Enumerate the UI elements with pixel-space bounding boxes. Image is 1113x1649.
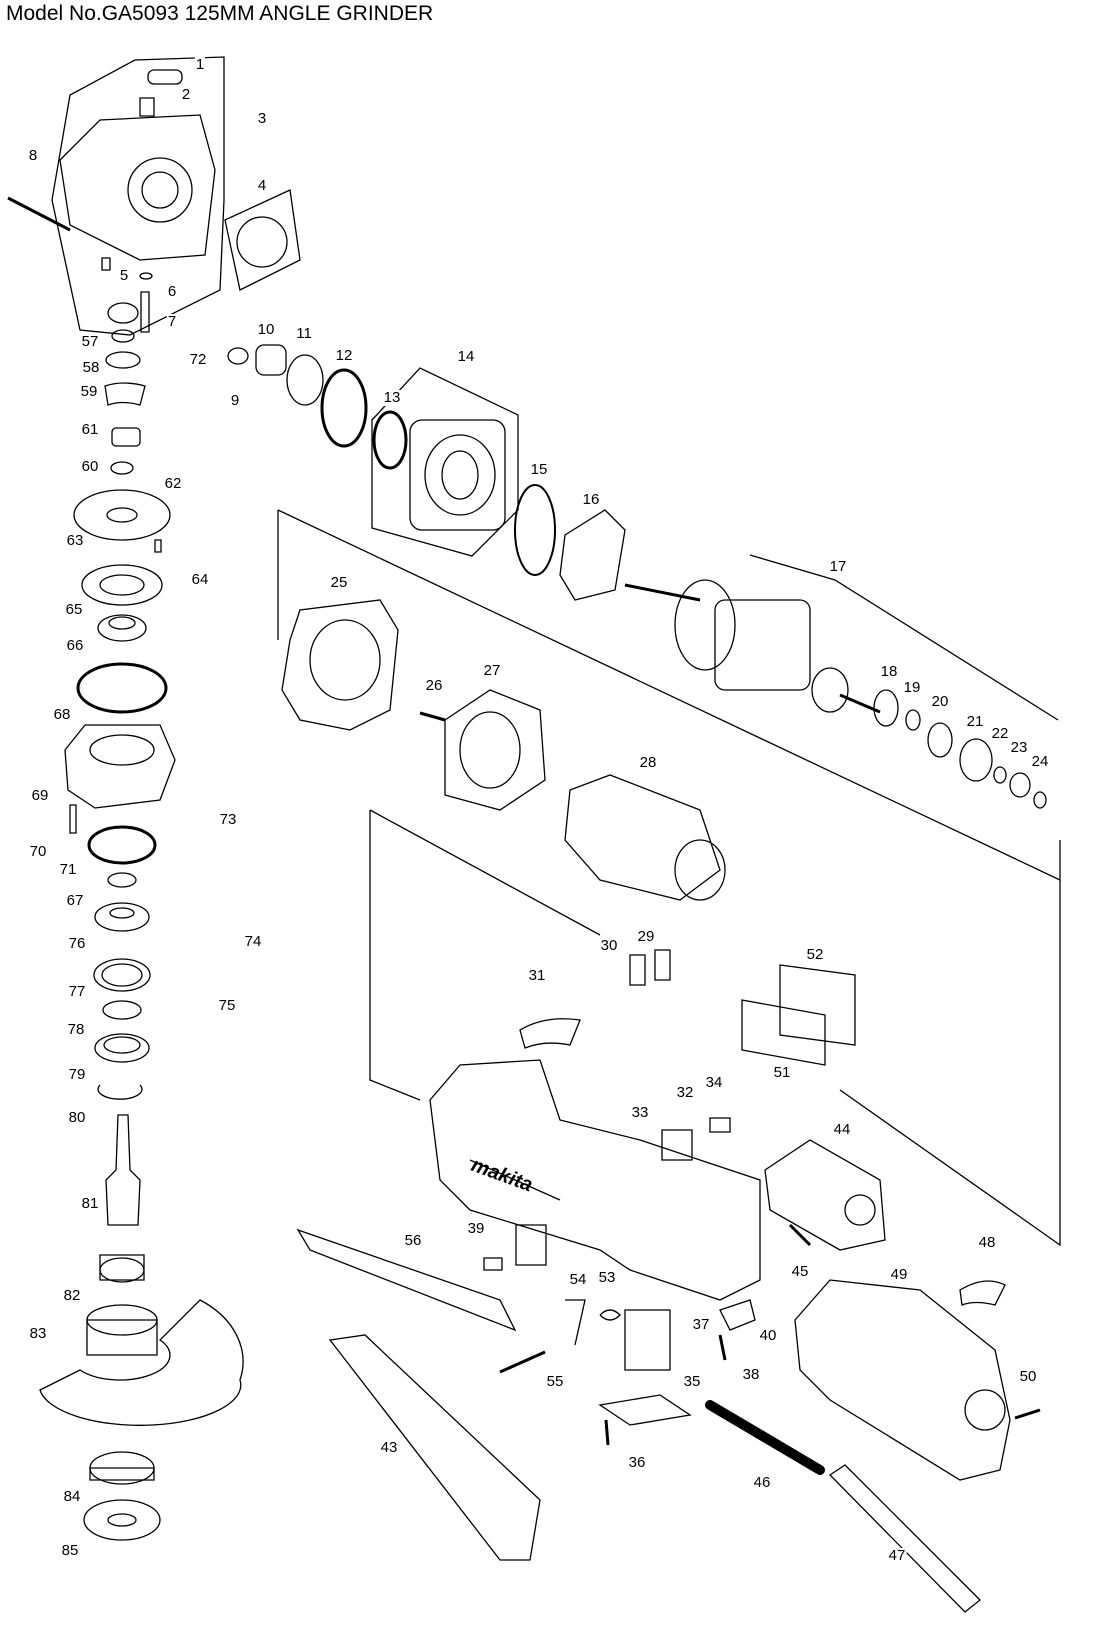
armature-part <box>625 580 880 712</box>
part-label-46[interactable]: 46 <box>752 1474 772 1491</box>
part-label-37[interactable]: 37 <box>691 1316 711 1333</box>
part-label-55[interactable]: 55 <box>545 1373 565 1390</box>
part-label-9[interactable]: 9 <box>229 392 241 409</box>
part-label-38[interactable]: 38 <box>741 1366 761 1383</box>
part-label-45[interactable]: 45 <box>790 1263 810 1280</box>
gear-housing-group-outline <box>52 57 1060 1245</box>
part-label-51[interactable]: 51 <box>772 1064 792 1081</box>
part-label-60[interactable]: 60 <box>80 458 100 475</box>
part-label-53[interactable]: 53 <box>597 1269 617 1286</box>
part-label-15[interactable]: 15 <box>529 461 549 478</box>
part-label-47[interactable]: 47 <box>887 1547 907 1564</box>
part-label-67[interactable]: 67 <box>65 892 85 909</box>
part-label-35[interactable]: 35 <box>682 1373 702 1390</box>
part-label-25[interactable]: 25 <box>329 574 349 591</box>
part-label-79[interactable]: 79 <box>67 1066 87 1083</box>
part-label-75[interactable]: 75 <box>217 997 237 1014</box>
bearing-box-part <box>410 420 505 530</box>
part-label-63[interactable]: 63 <box>65 532 85 549</box>
part-label-54[interactable]: 54 <box>568 1271 588 1288</box>
part-label-11[interactable]: 11 <box>295 325 313 342</box>
part-label-26[interactable]: 26 <box>424 677 444 694</box>
part-label-2[interactable]: 2 <box>180 86 192 103</box>
part-label-27[interactable]: 27 <box>482 662 502 679</box>
part-label-31[interactable]: 31 <box>527 967 547 984</box>
part-label-44[interactable]: 44 <box>832 1121 852 1138</box>
part-label-58[interactable]: 58 <box>81 359 101 376</box>
part-label-49[interactable]: 49 <box>889 1266 909 1283</box>
part-label-28[interactable]: 28 <box>638 754 658 771</box>
part-label-70[interactable]: 70 <box>28 843 48 860</box>
part-label-76[interactable]: 76 <box>67 935 87 952</box>
diagram-title: Model No.GA5093 125MM ANGLE GRINDER <box>6 2 434 25</box>
part-label-30[interactable]: 30 <box>599 937 619 954</box>
rear-cover-part <box>795 1280 1010 1480</box>
part-label-62[interactable]: 62 <box>163 475 183 492</box>
part-label-65[interactable]: 65 <box>64 601 84 618</box>
part-label-77[interactable]: 77 <box>67 983 87 1000</box>
part-label-36[interactable]: 36 <box>627 1454 647 1471</box>
part-label-73[interactable]: 73 <box>218 811 238 828</box>
part-label-5[interactable]: 5 <box>118 267 130 284</box>
part-label-14[interactable]: 14 <box>456 348 476 365</box>
part-label-23[interactable]: 23 <box>1009 739 1029 756</box>
part-label-68[interactable]: 68 <box>52 706 72 723</box>
part-label-4[interactable]: 4 <box>256 177 268 194</box>
part-label-78[interactable]: 78 <box>66 1021 86 1038</box>
part-label-24[interactable]: 24 <box>1030 753 1050 770</box>
part-label-39[interactable]: 39 <box>466 1220 486 1237</box>
part-label-66[interactable]: 66 <box>65 637 85 654</box>
part-label-80[interactable]: 80 <box>67 1109 87 1126</box>
part-label-16[interactable]: 16 <box>581 491 601 508</box>
part-label-6[interactable]: 6 <box>166 283 178 300</box>
part-label-59[interactable]: 59 <box>79 383 99 400</box>
part-label-64[interactable]: 64 <box>190 571 210 588</box>
part-label-50[interactable]: 50 <box>1018 1368 1038 1385</box>
gear-housing-part <box>60 115 300 290</box>
part-label-17[interactable]: 17 <box>828 558 848 575</box>
part-label-69[interactable]: 69 <box>30 787 50 804</box>
part-label-33[interactable]: 33 <box>630 1104 650 1121</box>
part-label-3[interactable]: 3 <box>256 110 268 127</box>
part-label-82[interactable]: 82 <box>62 1287 82 1304</box>
part-label-72[interactable]: 72 <box>188 351 208 368</box>
part-label-52[interactable]: 52 <box>805 946 825 963</box>
part-label-8[interactable]: 8 <box>27 147 39 164</box>
part-label-83[interactable]: 83 <box>28 1325 48 1342</box>
part-label-57[interactable]: 57 <box>80 333 100 350</box>
part-label-7[interactable]: 7 <box>166 313 178 330</box>
part-label-61[interactable]: 61 <box>80 421 100 438</box>
part-label-85[interactable]: 85 <box>60 1542 80 1559</box>
part-label-43[interactable]: 43 <box>379 1439 399 1456</box>
motor-housing-part <box>430 1060 760 1300</box>
part-label-40[interactable]: 40 <box>758 1327 778 1344</box>
makita-brand-logo: makita <box>468 1154 535 1196</box>
part-label-22[interactable]: 22 <box>990 725 1010 742</box>
part-label-48[interactable]: 48 <box>977 1234 997 1251</box>
part-label-81[interactable]: 81 <box>80 1195 100 1212</box>
part-label-10[interactable]: 10 <box>256 321 276 338</box>
part-label-84[interactable]: 84 <box>62 1488 82 1505</box>
part-label-19[interactable]: 19 <box>902 679 922 696</box>
part-label-1[interactable]: 1 <box>194 56 206 73</box>
part-label-29[interactable]: 29 <box>636 928 656 945</box>
part-label-74[interactable]: 74 <box>243 933 263 950</box>
part-label-32[interactable]: 32 <box>675 1084 695 1101</box>
part-label-34[interactable]: 34 <box>704 1074 724 1091</box>
part-label-71[interactable]: 71 <box>58 861 78 878</box>
part-label-21[interactable]: 21 <box>965 713 985 730</box>
part-label-12[interactable]: 12 <box>334 347 354 364</box>
part-label-18[interactable]: 18 <box>879 663 899 680</box>
part-label-56[interactable]: 56 <box>403 1232 423 1249</box>
part-label-20[interactable]: 20 <box>930 693 950 710</box>
part-label-13[interactable]: 13 <box>382 389 402 406</box>
